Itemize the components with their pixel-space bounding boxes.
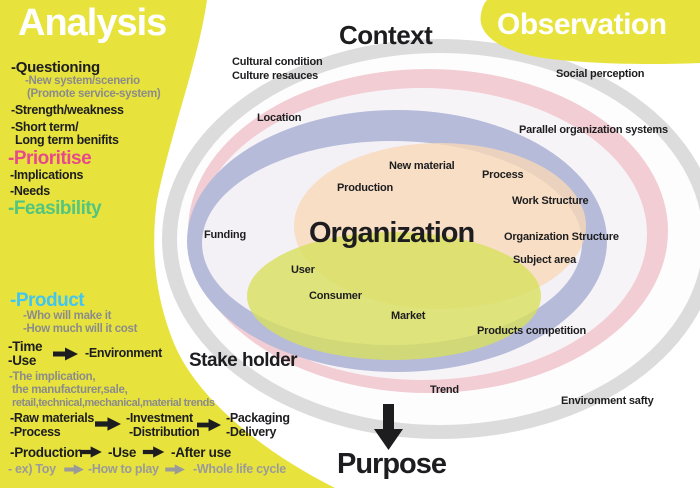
panel-delivery: -Delivery (226, 425, 277, 439)
title-stakeholder: Stake holder (189, 350, 298, 371)
market-green-ellipse (247, 232, 541, 360)
panel-investment: -Investment (126, 411, 193, 425)
panel-environment: -Environment (85, 346, 162, 360)
panel-short-term: -Short term/ (11, 120, 79, 134)
label-funding: Funding (204, 229, 246, 241)
label-new-material: New material (389, 160, 455, 172)
right-arrow-icon (80, 446, 102, 458)
panel-implications: -Implications (10, 168, 84, 182)
label-parallel-organization-systems: Parallel organization systems (519, 124, 668, 136)
label-production: Production (337, 182, 394, 194)
label-trend: Trend (430, 384, 459, 396)
right-arrow-icon (53, 347, 78, 361)
panel-production: -Production (10, 445, 83, 460)
right-arrow-icon (142, 446, 165, 458)
title-observation: Observation (497, 8, 667, 41)
panel-strength: -Strength/weakness (11, 103, 124, 117)
panel-packaging: -Packaging (226, 411, 290, 425)
panel-product: -Product (10, 290, 85, 311)
title-purpose: Purpose (337, 448, 447, 480)
label-organization-structure: Organization Structure (504, 231, 619, 243)
purpose-down-arrow-icon (374, 404, 403, 450)
panel-whole-life-cycle: -Whole life cycle (193, 462, 286, 476)
label-market: Market (391, 310, 426, 322)
panel-ex-toy: - ex) Toy (8, 462, 56, 476)
panel-long-term: Long term benifits (15, 133, 119, 147)
label-process: Process (482, 169, 524, 181)
label-location: Location (257, 112, 302, 124)
label-subject-area: Subject area (513, 254, 577, 266)
panel-time: -Time (8, 339, 43, 354)
panel-use: -Use (8, 353, 37, 368)
panel-new-system: -New system/scenerio (25, 75, 140, 87)
right-arrow-gray-icon (64, 464, 84, 475)
label-cultural-condition: Cultural condition (232, 56, 323, 68)
panel-implication-3: retail,technical,mechanical,material tre… (12, 397, 215, 409)
panel-how-to-play: -How to play (88, 462, 159, 476)
panel-promote: (Promote service-system) (27, 88, 161, 100)
panel-who-make: -Who will make it (23, 310, 112, 322)
panel-raw-materials: -Raw materials (10, 411, 95, 425)
panel-how-much: -How much will it cost (23, 323, 138, 335)
label-social-perception: Social perception (556, 68, 645, 80)
panel-needs: -Needs (10, 184, 50, 198)
panel-feasibility: -Feasibility (8, 198, 102, 219)
right-arrow-gray-icon (165, 464, 185, 475)
panel-use2: -Use (108, 445, 137, 460)
panel-after-use: -After use (171, 445, 232, 460)
panel-questioning: -Questioning (11, 59, 100, 76)
panel-distribution: -Distribution (129, 425, 200, 439)
panel-implication-1: -The implication, (9, 371, 96, 383)
panel-prioritise: -Prioritise (8, 148, 92, 169)
title-analysis: Analysis (18, 2, 167, 44)
title-organization: Organization (309, 217, 475, 249)
label-environment-safty: Environment safty (561, 395, 654, 407)
label-user: User (291, 264, 315, 276)
panel-implication-2: the manufacturer,sale, (12, 384, 128, 396)
right-arrow-icon (95, 417, 121, 431)
label-products-competition: Products competition (477, 325, 587, 337)
observation-yellow-blob (480, 0, 700, 65)
label-culture-resauces: Culture resauces (232, 70, 319, 82)
panel-process: -Process (10, 425, 61, 439)
label-work-structure: Work Structure (512, 195, 589, 207)
right-arrow-icon (197, 418, 222, 432)
label-consumer: Consumer (309, 290, 362, 302)
analysis-yellow-panel (0, 0, 335, 488)
title-context: Context (339, 20, 433, 50)
